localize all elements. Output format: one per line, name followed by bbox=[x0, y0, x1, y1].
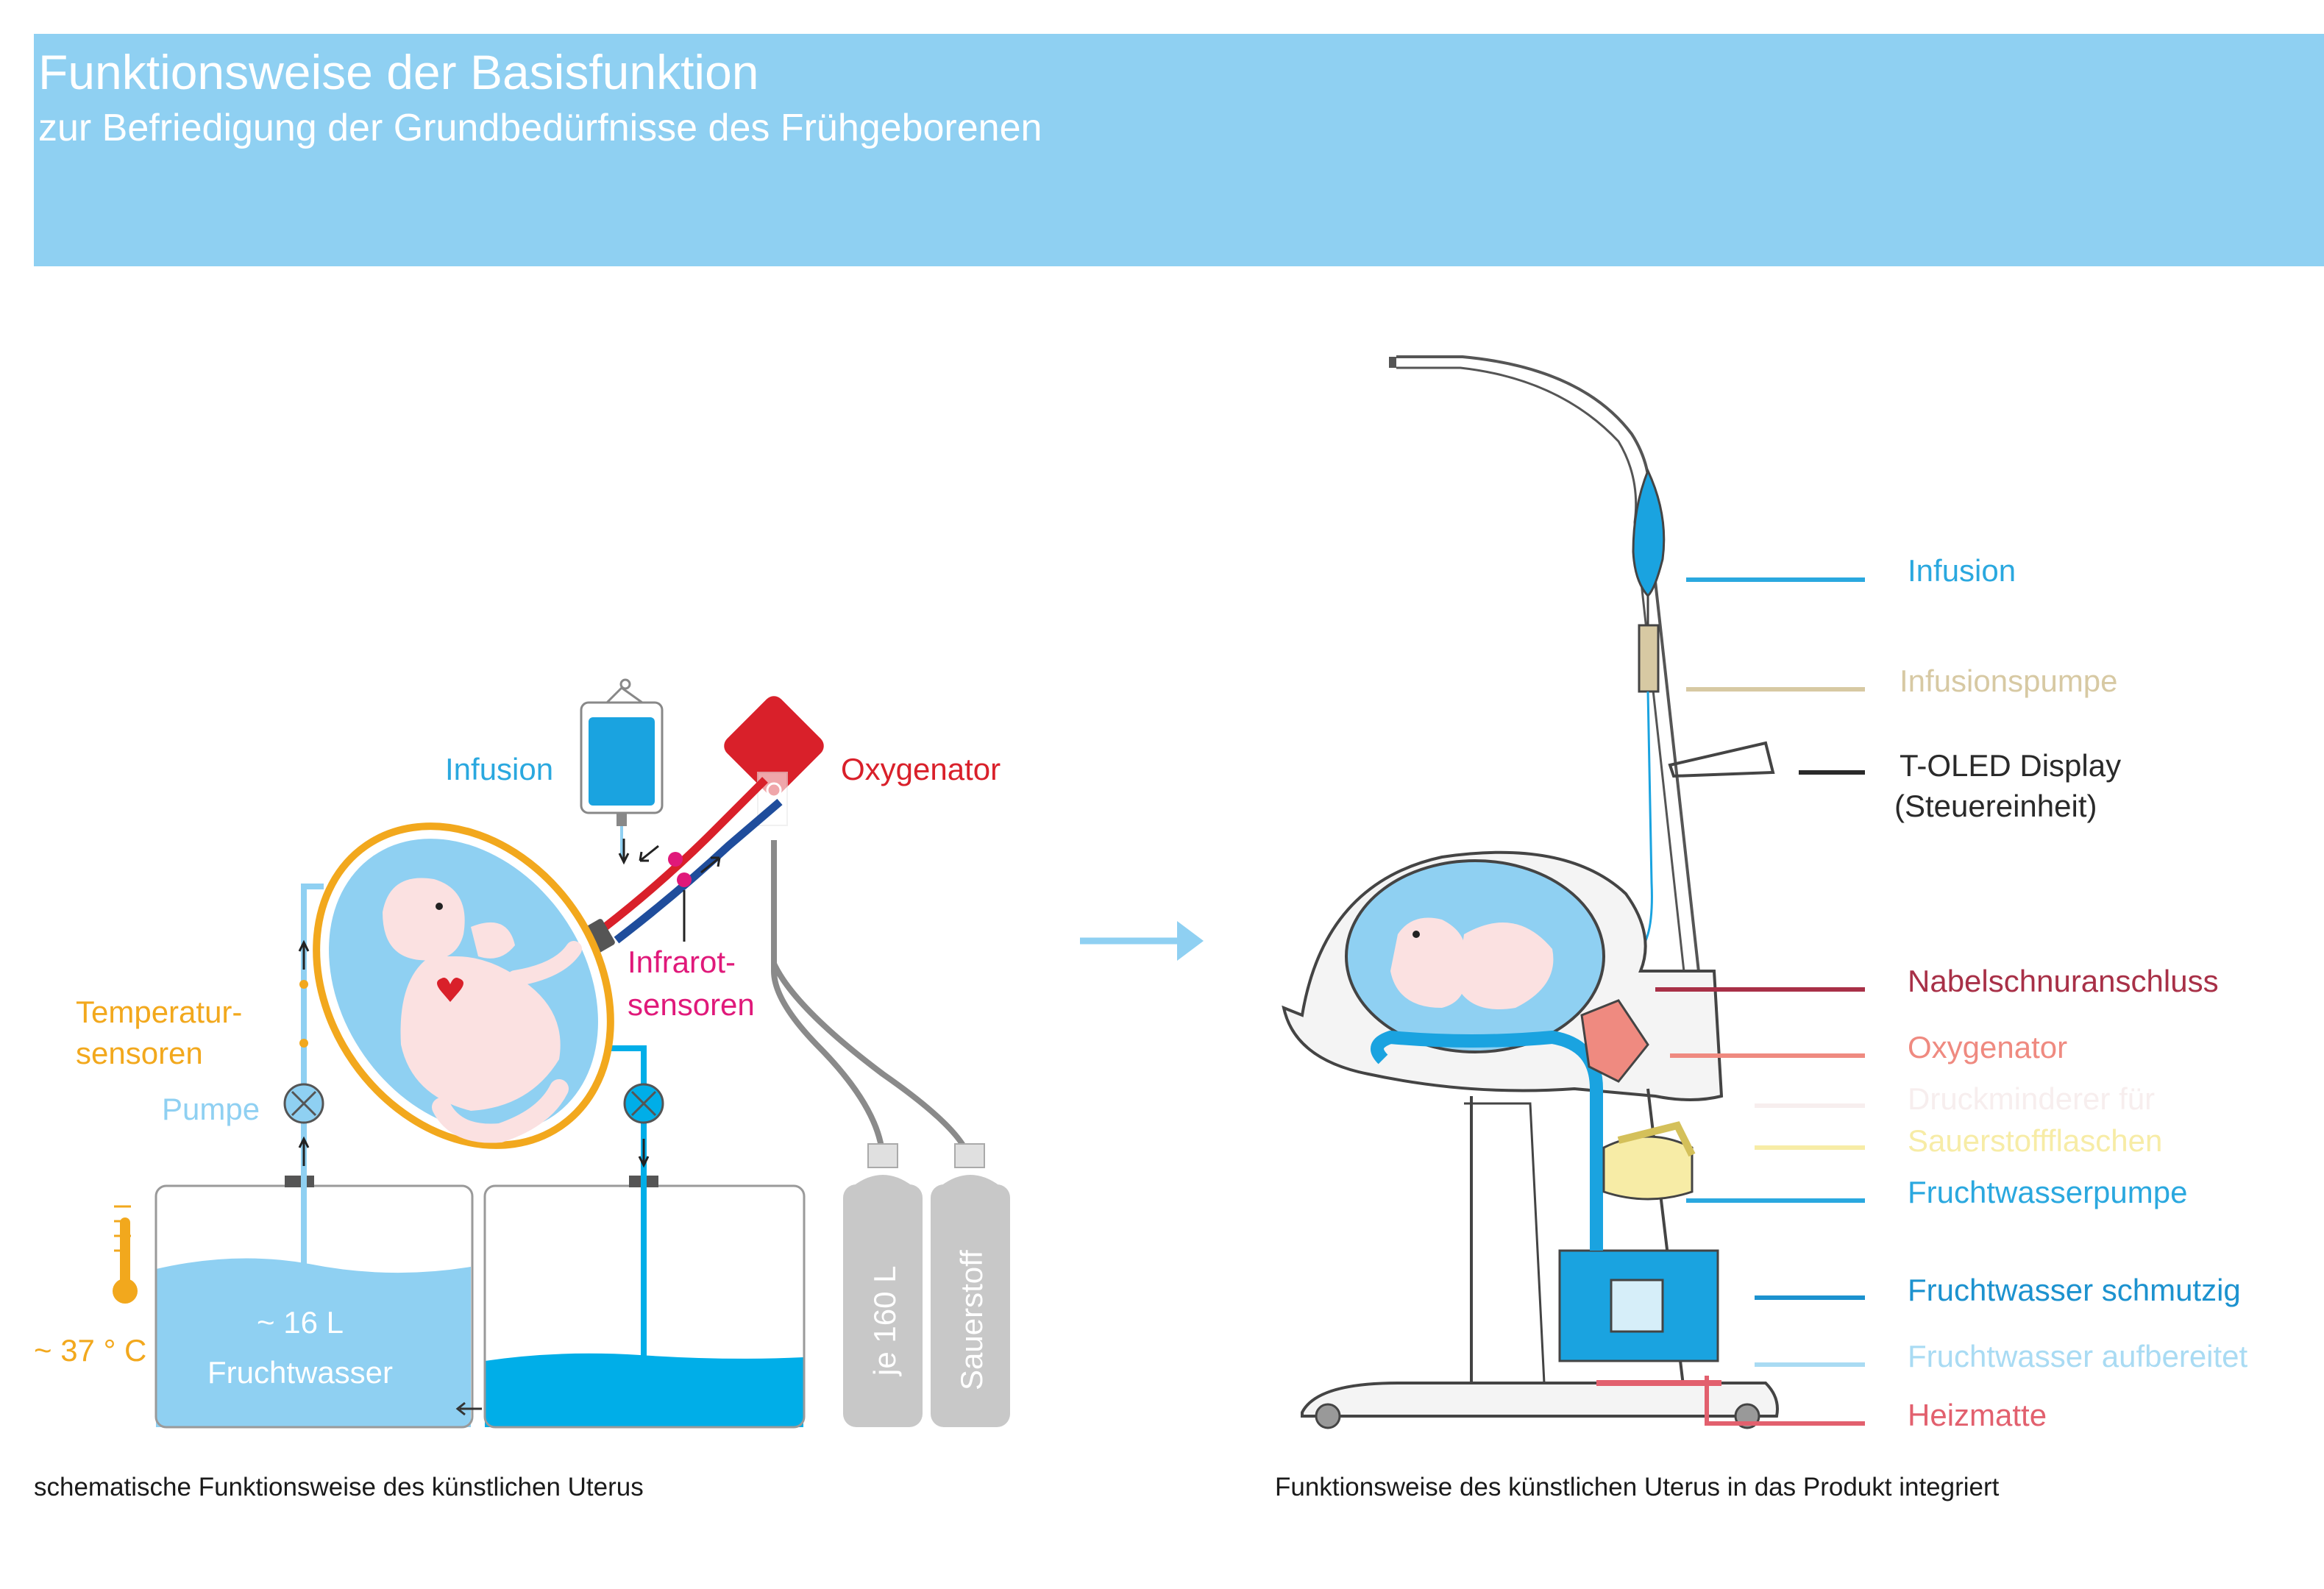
oxygen-cylinder-icon bbox=[931, 1143, 1010, 1427]
schematic-caption: schematische Funktionsweise des künstlic… bbox=[34, 1473, 644, 1501]
temperature-sensor-dot bbox=[299, 1039, 308, 1048]
tank-volume-label: ~ 16 L bbox=[257, 1305, 344, 1340]
product-label-control-unit: (Steuereinheit) bbox=[1894, 789, 2097, 823]
product-label-oxygenator: Oxygenator bbox=[1908, 1030, 2067, 1064]
infrared-sensor-label-line2: sensoren bbox=[628, 987, 755, 1022]
product-illustration bbox=[1282, 355, 1865, 1429]
oxygen-tube bbox=[771, 962, 973, 1163]
product-label-infusion-pump: Infusionspumpe bbox=[1900, 664, 2118, 698]
temperature-sensor-label-line2: sensoren bbox=[76, 1036, 203, 1070]
product-label-pressure-reducer: Druckminderer für bbox=[1908, 1081, 2155, 1116]
pump-icon bbox=[283, 1083, 324, 1124]
product-label-clean-water: Fruchtwasser aufbereitet bbox=[1908, 1339, 2248, 1373]
page-subtitle: zur Befriedigung der Grundbedürfnisse de… bbox=[38, 107, 1042, 149]
oxygenator-label: Oxygenator bbox=[841, 752, 1001, 786]
venous-line bbox=[614, 798, 783, 944]
product-label-dirty-water: Fruchtwasser schmutzig bbox=[1908, 1273, 2241, 1307]
artificial-uterus-icon bbox=[313, 822, 614, 1149]
product-label-oxygen-bottles: Sauerstoffflaschen bbox=[1908, 1123, 2162, 1158]
product-caption: Funktionsweise des künstlichen Uterus in… bbox=[1275, 1473, 2000, 1501]
pump-label: Pumpe bbox=[162, 1092, 260, 1126]
temperature-sensor-dot bbox=[299, 980, 308, 989]
page-title: Funktionsweise der Basisfunktion bbox=[38, 45, 759, 99]
product-label-infusion: Infusion bbox=[1908, 553, 2016, 588]
temperature-value-label: ~ 37 ° C bbox=[34, 1333, 146, 1368]
infusion-bag-icon bbox=[580, 678, 664, 857]
infrared-sensor-label-line1: Infrarot- bbox=[628, 945, 736, 979]
dirty-water-pipe bbox=[605, 1045, 647, 1361]
temperature-sensor-label-line1: Temperatur- bbox=[76, 995, 242, 1029]
infrared-sensor-dot bbox=[677, 872, 692, 887]
pump-icon bbox=[623, 1083, 664, 1124]
schematic-diagram: ~ 16 L Fruchtwasser bbox=[34, 678, 1010, 1429]
header-banner bbox=[34, 34, 2324, 266]
flow-arrow bbox=[1080, 921, 1204, 961]
product-label-water-pump: Fruchtwasserpumpe bbox=[1908, 1175, 2187, 1209]
tank-water-label: Fruchtwasser bbox=[207, 1355, 393, 1390]
cylinder-volume-label: je 160 L bbox=[867, 1266, 902, 1377]
product-label-umbilical: Nabelschnuranschluss bbox=[1908, 964, 2219, 998]
thermometer-icon bbox=[113, 1205, 138, 1304]
arterial-line bbox=[600, 777, 768, 932]
cylinder-gas-label: Sauerstoff bbox=[954, 1250, 989, 1390]
product-label-display: T-OLED Display bbox=[1900, 748, 2121, 783]
infusion-label: Infusion bbox=[445, 752, 553, 786]
oxygen-cylinder-icon bbox=[843, 1143, 923, 1427]
oxygen-tube bbox=[771, 840, 886, 1163]
heart-icon bbox=[437, 978, 463, 1002]
product-label-heating-mat: Heizmatte bbox=[1908, 1398, 2047, 1432]
infrared-sensor-dot bbox=[668, 852, 683, 867]
